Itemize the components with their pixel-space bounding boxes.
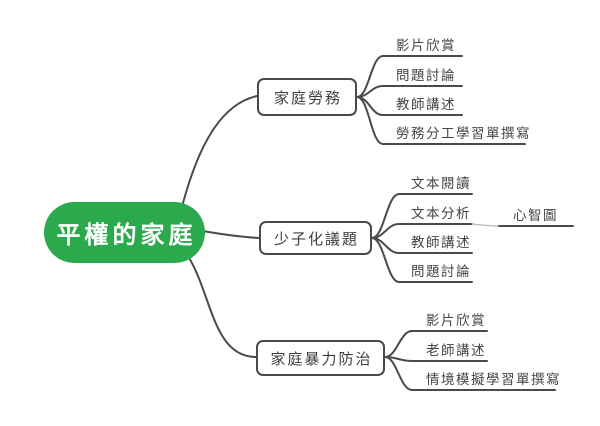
leaf-node-question-discussion[interactable]: 問題討論	[411, 264, 471, 279]
branch-node-domestic-violence-prevention[interactable]: 家庭暴力防治	[256, 340, 385, 376]
leaf-node-teacher-lecture[interactable]: 教師講述	[411, 235, 471, 250]
leaf-node-video-appreciation[interactable]: 影片欣賞	[426, 313, 486, 328]
connector-branch1-leaf4	[356, 96, 526, 145]
branch-label: 少子化議題	[273, 230, 359, 248]
leaf-node-question-discussion[interactable]: 問題討論	[396, 68, 456, 83]
branch-node-declining-birthrate-issue[interactable]: 少子化議題	[259, 221, 372, 255]
branch-label: 家庭勞務	[273, 89, 342, 107]
leaf-node-video-appreciation[interactable]: 影片欣賞	[396, 38, 456, 53]
branch-node-family-housework[interactable]: 家庭勞務	[257, 78, 357, 116]
leaf-node-chore-worksheet-writing[interactable]: 勞務分工學習單撰寫	[396, 126, 531, 141]
root-topic-label: 平權的家庭	[56, 222, 197, 249]
connector-branch3-leaf3	[384, 356, 556, 391]
branch-label: 家庭暴力防治	[270, 350, 373, 368]
subleaf-node-mind-map[interactable]: 心智圖	[513, 208, 558, 223]
leaf-node-simulation-worksheet-writing[interactable]: 情境模擬學習單撰寫	[426, 372, 561, 387]
connector-branch3-leaf1	[384, 330, 488, 358]
leaf-node-teacher-lecture[interactable]: 教師講述	[396, 97, 456, 112]
root-topic-node[interactable]: 平權的家庭	[44, 202, 205, 263]
leaf-node-text-analysis[interactable]: 文本分析	[411, 206, 471, 221]
connector-root-to-branch-3	[187, 255, 257, 358]
connector-leaf-textanalysis-to-mindmap	[471, 223, 500, 227]
leaf-node-teacher-lecture[interactable]: 老師講述	[426, 343, 486, 358]
connector-root-to-branch-2	[201, 230, 260, 239]
connector-root-to-branch-1	[182, 95, 258, 204]
connector-branch1-leaf2	[356, 85, 463, 98]
connector-branch2-leaf4	[371, 237, 473, 283]
leaf-node-text-reading[interactable]: 文本閱讀	[411, 176, 471, 191]
